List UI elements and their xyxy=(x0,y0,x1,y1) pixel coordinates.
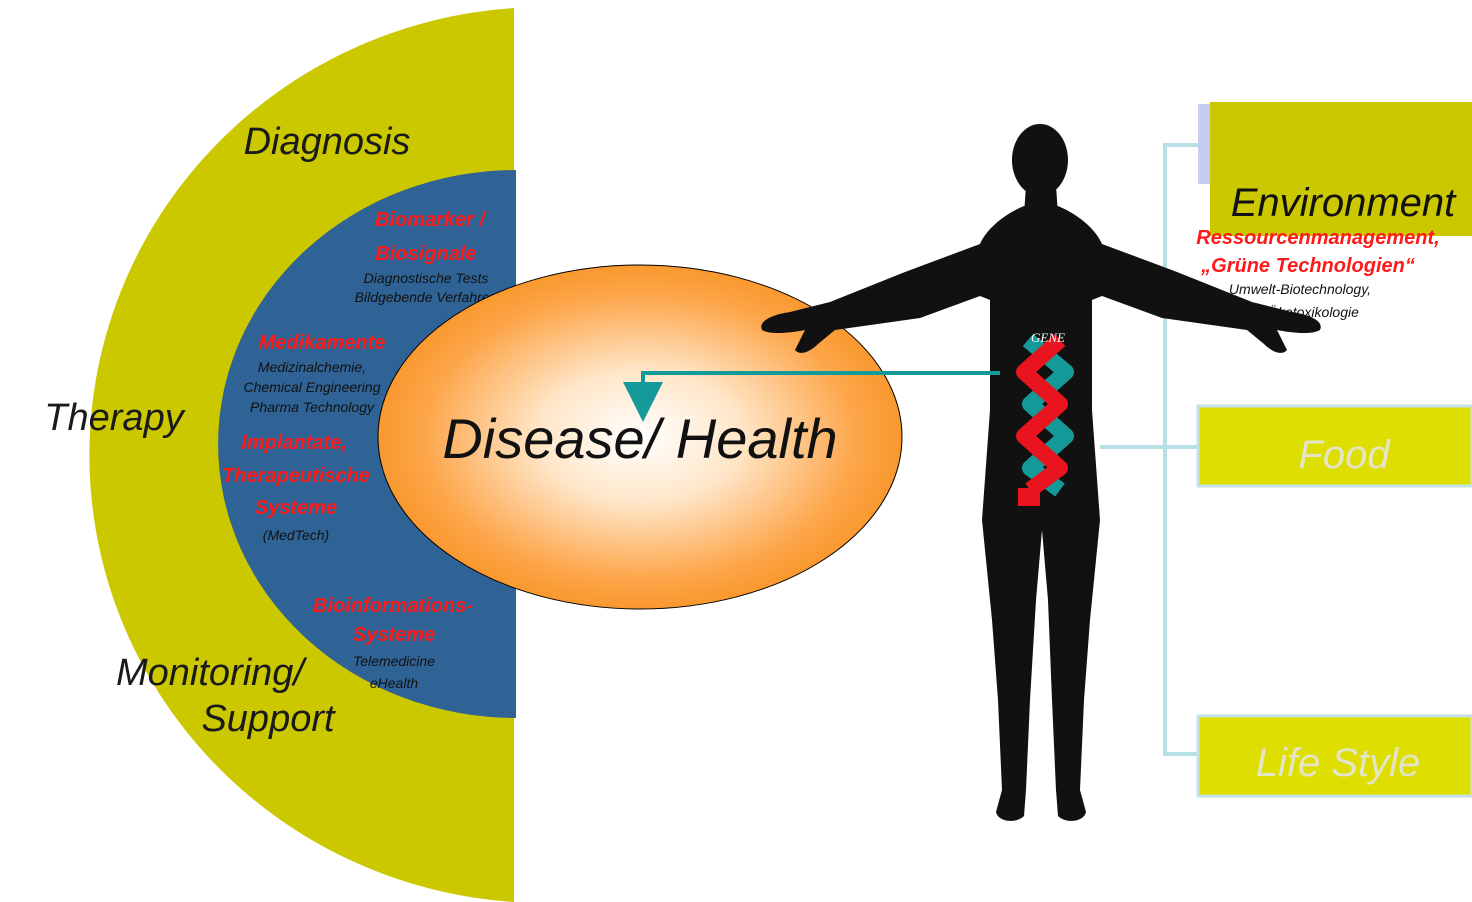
label-bioinfo-1: Bioinformations- xyxy=(313,595,473,617)
label-medchem: Medizinalchemie, xyxy=(258,359,366,375)
connector-lines xyxy=(1100,145,1200,754)
label-bioinfo-2: Systeme xyxy=(353,624,435,646)
label-ehealth: eHealth xyxy=(370,675,418,691)
label-chemeng: Chemical Engineering xyxy=(244,379,381,395)
label-environment: Environment xyxy=(1231,181,1457,225)
lifestyle-box: Life Style xyxy=(1198,716,1472,796)
label-env-sub-1: Umwelt-Biotechnology, xyxy=(1229,281,1371,297)
label-biomarker-2: Biosignale xyxy=(375,243,476,265)
label-lifestyle: Life Style xyxy=(1256,741,1421,785)
label-implantate-1: Implantate, xyxy=(241,432,347,454)
label-telemedicine: Telemedicine xyxy=(353,653,435,669)
label-medtech: (MedTech) xyxy=(263,527,329,543)
label-biomarker-1: Biomarker / xyxy=(375,209,487,231)
label-disease-health: Disease/ Health xyxy=(442,407,837,470)
label-env-red-1: Ressourcenmanagement, xyxy=(1196,227,1439,249)
biomarker-group: Biomarker / Biosignale Diagnostische Tes… xyxy=(355,209,498,305)
label-diag-tests: Diagnostische Tests xyxy=(364,270,489,286)
medikamente-group: Medikamente Medizinalchemie, Chemical En… xyxy=(244,332,386,415)
label-pharmatech: Pharma Technology xyxy=(250,399,375,415)
label-monitoring-line1: Monitoring/ xyxy=(116,652,307,694)
label-env-red-2: „Grüne Technologien“ xyxy=(1200,255,1415,277)
label-gene: GENE xyxy=(1031,330,1065,345)
label-food: Food xyxy=(1298,433,1391,477)
label-therapy: Therapy xyxy=(44,397,185,439)
label-env-sub-2: Ökotoxikologie xyxy=(1267,303,1359,320)
label-medikamente: Medikamente xyxy=(259,332,386,354)
label-implantate-3: Systeme xyxy=(255,497,337,519)
label-monitoring-line2: Support xyxy=(201,698,336,740)
label-implantate-2: Therapeutische xyxy=(222,465,370,487)
environment-box: Environment xyxy=(1198,102,1472,236)
label-diagnosis: Diagnosis xyxy=(244,121,411,163)
food-box: Food xyxy=(1198,406,1472,486)
